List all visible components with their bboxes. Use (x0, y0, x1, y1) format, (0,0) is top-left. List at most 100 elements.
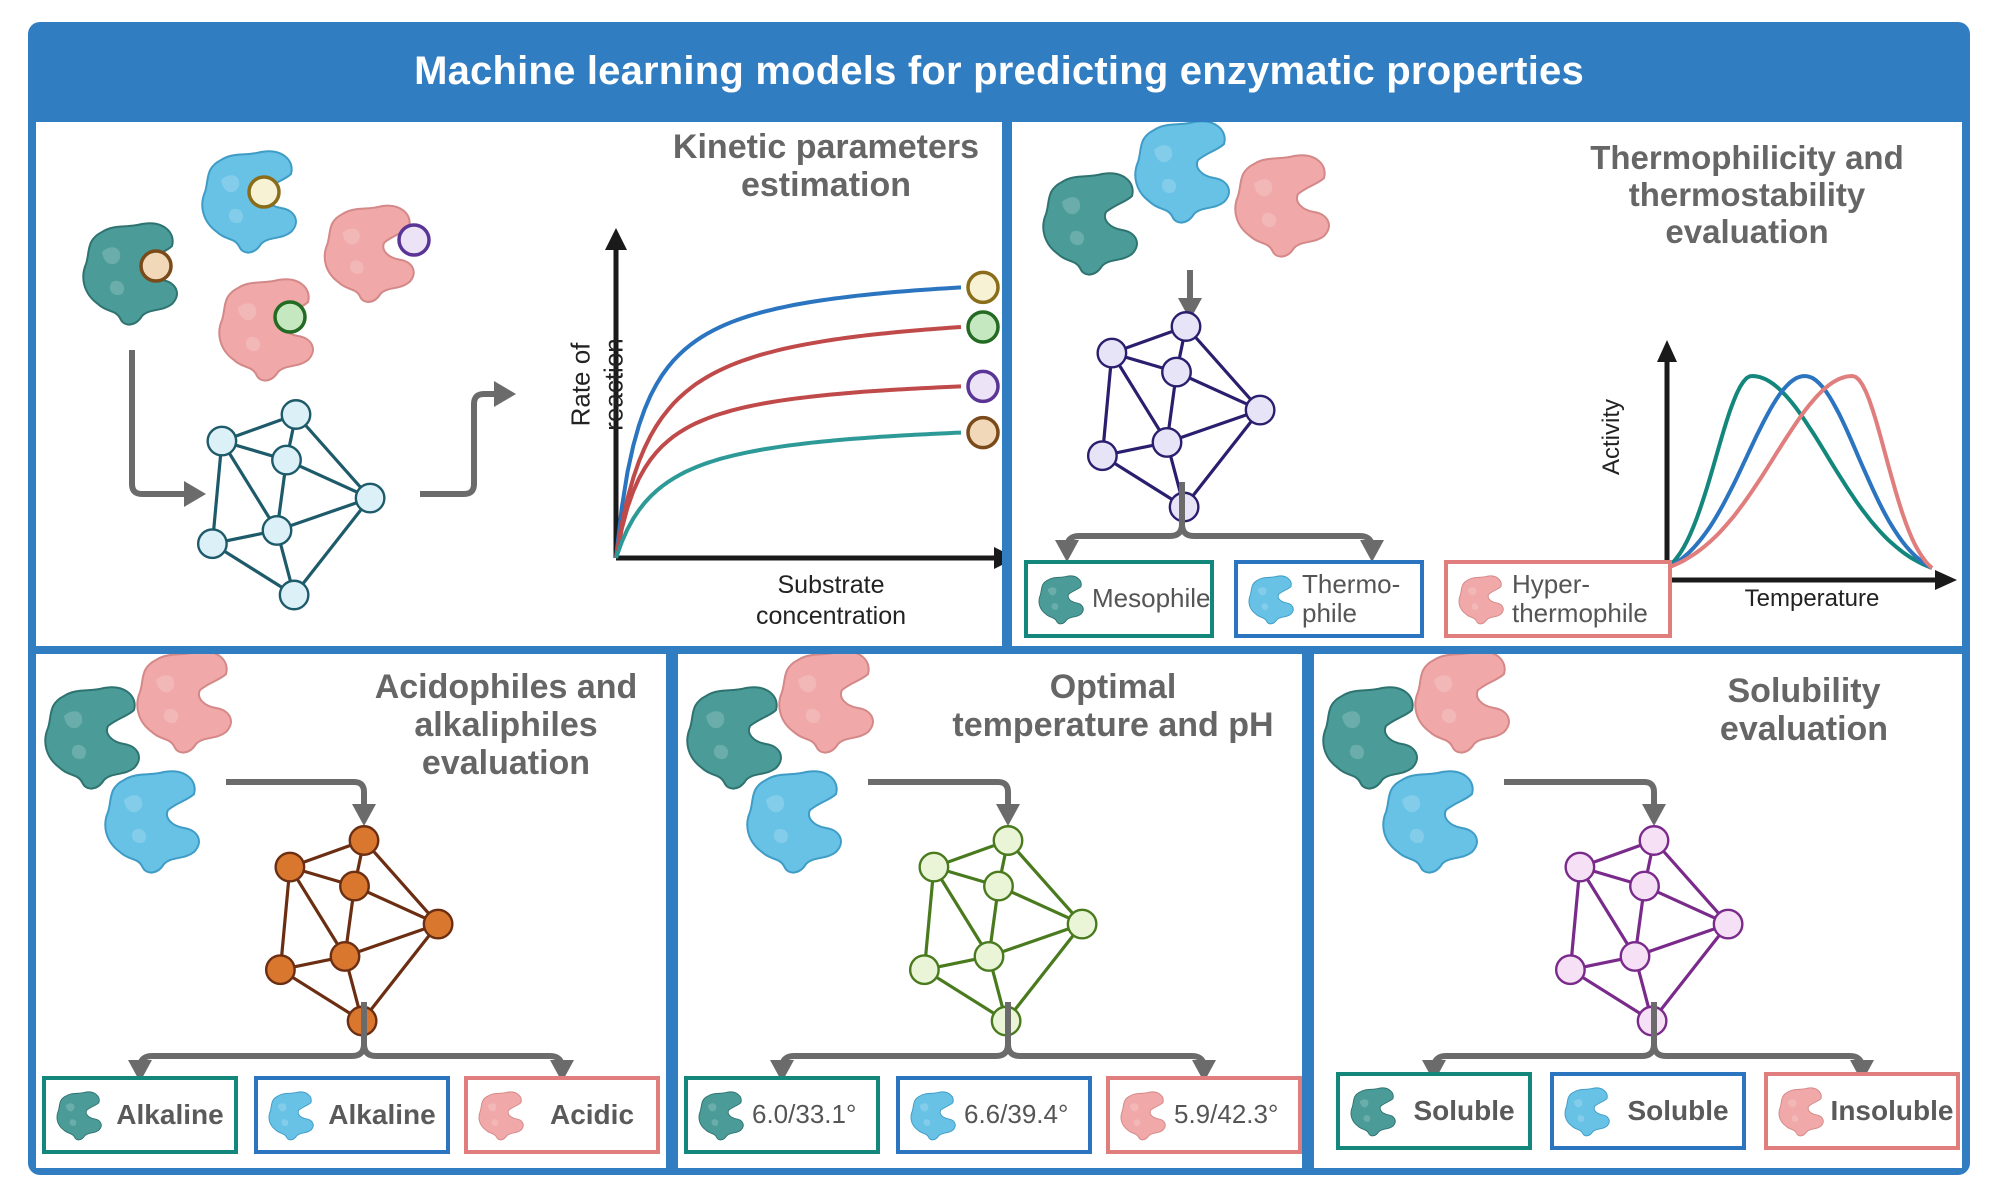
split-arrow-left (1431, 1002, 1657, 1071)
network-icon (264, 825, 454, 1037)
series-marker-substrate-brown (966, 415, 1000, 450)
acido-diagram (44, 654, 574, 1082)
enzyme-pink-highlight (1434, 675, 1457, 724)
label-text: Thermo- phile (1302, 568, 1401, 628)
network-edge (1650, 923, 1730, 1022)
network-node (1170, 311, 1202, 342)
acido-label-1: Alkaline (254, 1076, 450, 1154)
enzyme-icon (1778, 1087, 1824, 1137)
split-arrow-right (1179, 523, 1375, 551)
split-arrow-left (1064, 482, 1185, 551)
network-icon (908, 825, 1098, 1037)
network-edge (279, 968, 363, 1023)
enzyme-pink-1 (323, 204, 415, 303)
network-edge (1110, 352, 1169, 444)
network-node (329, 940, 361, 972)
series-marker-substrate-yellow (966, 270, 1000, 305)
network-edge (211, 542, 295, 597)
enzyme-pink-body (136, 654, 232, 754)
substrate-icon (139, 249, 173, 283)
network-edge (294, 413, 372, 500)
network-node (908, 954, 940, 986)
enzyme-icon (1564, 1087, 1610, 1137)
label-text: 5.9/42.3° (1174, 1099, 1279, 1130)
enzyme-icon-shape-body (1350, 1087, 1396, 1137)
enzyme-teal (1042, 172, 1138, 276)
network-edge (1569, 968, 1653, 1023)
enzyme-teal-highlight (64, 711, 87, 760)
flow-arrow (226, 779, 367, 806)
enzyme-icon-shape-highlight (277, 1103, 289, 1126)
enzyme-icon-shape-body (1248, 575, 1294, 625)
enzyme-icon-shape-body (1564, 1087, 1610, 1137)
network-node (1629, 870, 1660, 902)
enzyme-icon-shape (1120, 1091, 1166, 1141)
solubility-label-0: Soluble (1336, 1072, 1532, 1150)
arrow-head-icon (1850, 1060, 1874, 1082)
series-line-substrate-green (614, 325, 962, 559)
enzyme-pink-1-highlight (342, 228, 364, 274)
enzyme-icon-shape-body (478, 1091, 524, 1141)
network-edge (210, 440, 224, 544)
label-text: 6.0/33.1° (752, 1099, 857, 1130)
optimal-label-1: 6.6/39.4° (896, 1076, 1092, 1154)
label-text: Alkaline (116, 1099, 224, 1131)
acido-label-0: Alkaline (42, 1076, 238, 1154)
enzyme-icon-shape (478, 1091, 524, 1141)
enzyme-icon-shape (1248, 575, 1294, 625)
enzyme-blue-body (104, 770, 200, 874)
enzyme-icon-shape-body (698, 1091, 744, 1141)
network-node (1161, 356, 1192, 388)
network-edge (1634, 922, 1729, 958)
network-node (992, 825, 1024, 856)
network-edge (1578, 866, 1637, 958)
y-axis-arrow-icon (605, 228, 627, 250)
enzyme-icon-shape-highlight (707, 1103, 719, 1126)
enzyme-icon-shape (268, 1091, 314, 1141)
series-line-Thermophile (1666, 374, 1933, 570)
enzyme-icon-shape-body (1458, 575, 1504, 625)
enzyme-icon (1248, 575, 1294, 625)
network-node (1712, 908, 1744, 940)
arrow-head-icon (1192, 1060, 1216, 1082)
network-edge (292, 497, 372, 596)
enzyme-teal-body (686, 686, 782, 790)
arrow-head-icon (996, 804, 1020, 826)
enzyme-pink (136, 654, 232, 754)
enzyme-icon (910, 1091, 956, 1141)
flow-arrow (1504, 779, 1657, 806)
panel-optimal-temp-ph: Optimal temperature and pH 6.0/33.1°6.6/… (678, 654, 1302, 1168)
flow-arrow (868, 779, 1011, 806)
label-text: 6.6/39.4° (964, 1099, 1069, 1130)
enzyme-pink-2-highlight (238, 303, 261, 352)
series-line-substrate-purple (614, 384, 962, 559)
panel-title: Solubility evaluation (1719, 672, 1889, 749)
panel-kinetic-parameters: Kinetic parameters estimation Rate of re… (36, 122, 1002, 646)
enzyme-blue (201, 150, 297, 254)
enzyme-icon-shape-highlight (1467, 587, 1479, 610)
enzyme-icon (268, 1091, 314, 1141)
network-edge (220, 440, 279, 532)
network-node (1638, 825, 1670, 856)
enzyme-icon-shape-highlight (1047, 587, 1059, 610)
network-edge (1166, 408, 1261, 444)
x-axis-label: Temperature (1744, 585, 1880, 612)
enzyme-icon (698, 1091, 744, 1141)
enzyme-pink-body (778, 654, 874, 754)
enzyme-icon (1350, 1087, 1396, 1137)
y-axis-label: Activity (1598, 399, 1625, 476)
network-edge (1182, 409, 1262, 508)
series-line-substrate-brown (614, 430, 962, 559)
enzyme-icon-shape (1778, 1087, 1824, 1137)
network-node (1096, 337, 1128, 369)
network-edge (1568, 866, 1582, 970)
enzyme-icon-shape (910, 1091, 956, 1141)
enzyme-blue-highlight (1154, 145, 1177, 194)
thermo-label-0: Mesophile (1024, 560, 1214, 638)
enzyme-blue-highlight (221, 175, 244, 224)
series-line-substrate-yellow (614, 285, 962, 559)
optimal-diagram (686, 654, 1216, 1082)
enzyme-icon-shape (1564, 1087, 1610, 1137)
x-axis-arrow-icon (994, 547, 1002, 569)
substrate-icon (247, 175, 281, 209)
